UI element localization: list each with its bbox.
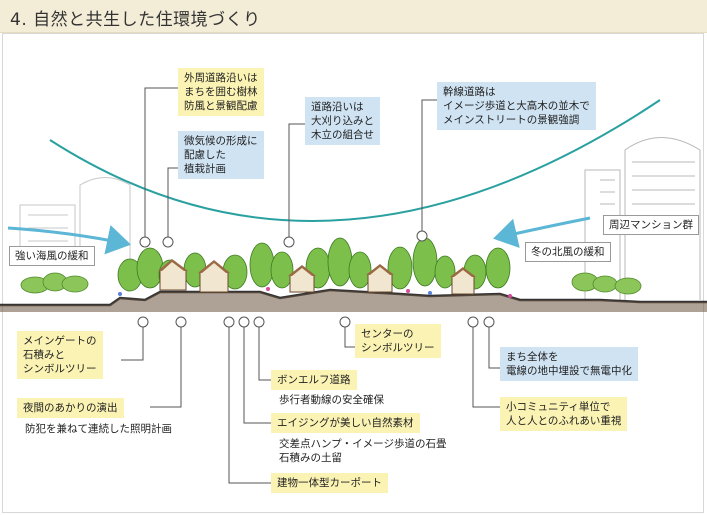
label-woonerf-desc: 歩行者動線の安全確保	[279, 394, 384, 406]
flowers	[118, 287, 512, 298]
label-center-tree: センターの シンボルツリー	[355, 324, 441, 358]
label-underground: まち全体を 電線の地中埋設で無電中化	[500, 347, 638, 381]
background-buildings-right	[584, 137, 701, 300]
leader-markers	[137, 230, 495, 328]
label-community: 小コミュニティ単位で 人と人とのふれあい重視	[500, 397, 628, 431]
diagram-frame	[2, 33, 704, 513]
page-title: 4. 自然と共生した住環境づくり	[10, 10, 261, 30]
left-hedge	[20, 272, 89, 294]
label-sea-wind: 強い海風の緩和	[9, 246, 95, 266]
tree-row	[117, 237, 511, 292]
label-aging: エイジングが美しい自然素材	[271, 413, 420, 433]
right-hedge	[571, 272, 642, 295]
label-main-gate: メインゲートの 石積みと シンボルツリー	[17, 331, 103, 379]
label-roadside: 道路沿いは 大刈り込みと 木立の組合せ	[305, 97, 380, 145]
sea-wind-arrow	[7, 225, 131, 255]
header-bar: 4. 自然と共生した住環境づくり	[0, 0, 707, 33]
ground-fill	[0, 290, 707, 312]
label-microclimate: 微気候の形成に 配慮した 植栽計画	[178, 131, 264, 179]
sky-curve	[49, 99, 661, 222]
label-mansions: 周辺マンション群	[603, 215, 699, 235]
label-night-light-desc: 防犯を兼ねて連続した照明計画	[25, 423, 172, 435]
roofs	[158, 259, 476, 277]
north-wind-arrow	[493, 216, 591, 248]
label-trunk-road: 幹線道路は イメージ歩道と大高木の並木で メインストリートの景観強調	[437, 82, 596, 130]
label-perimeter-road: 外周道路沿いは まちを囲む樹林 防風と景観配慮	[178, 68, 264, 116]
leader-lines	[121, 87, 500, 484]
label-north-wind: 冬の北風の緩和	[525, 242, 611, 262]
label-night-light: 夜間のあかりの演出	[17, 398, 124, 418]
label-aging-desc: 交差点ハンプ・イメージ歩道の石畳 石積みの土留	[279, 438, 447, 464]
label-woonerf: ボンエルフ道路	[271, 370, 357, 390]
label-carport: 建物一体型カーポート	[271, 473, 388, 493]
